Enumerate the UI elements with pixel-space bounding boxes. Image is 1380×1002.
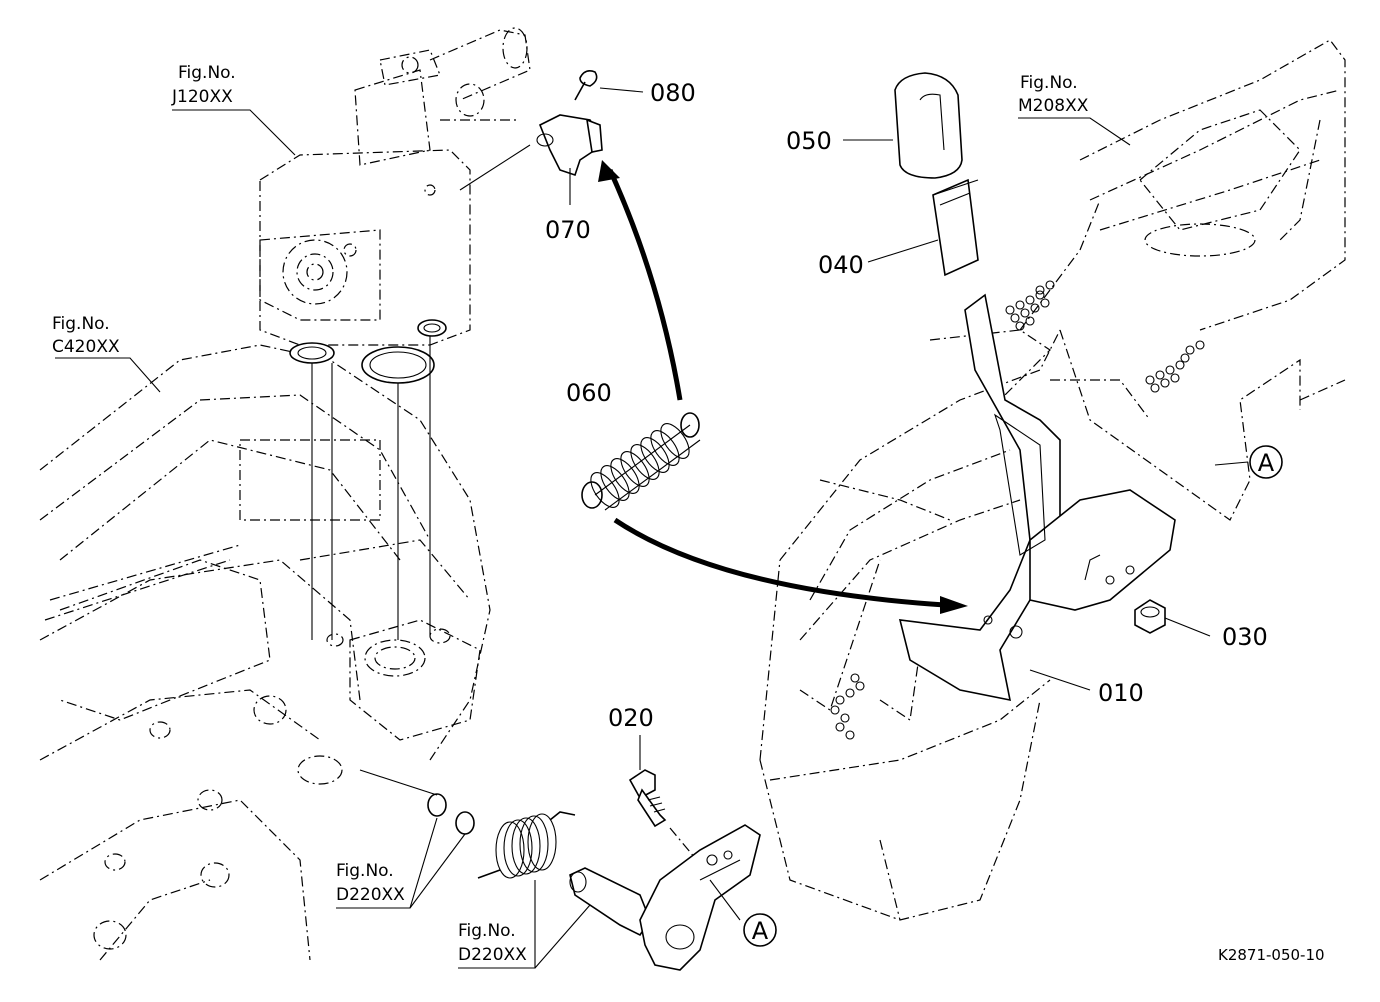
valve-block <box>259 27 531 346</box>
honeycomb-texture <box>830 280 1205 740</box>
sleeve-040 <box>932 178 979 277</box>
part-label-030: 030 <box>1222 623 1268 651</box>
spring-060 <box>581 412 701 511</box>
transmission-housing <box>39 344 491 961</box>
leader-lines <box>55 87 1249 969</box>
part-label-010: 010 <box>1098 679 1144 707</box>
knob-050 <box>894 72 963 179</box>
svg-text:D220XX: D220XX <box>458 945 527 965</box>
fig-ref-j120: Fig.No. J120XX <box>171 63 236 107</box>
clip-080 <box>574 70 598 101</box>
o-rings <box>289 319 447 640</box>
drawing-code: K2871-050-10 <box>1218 946 1325 964</box>
bolt-020 <box>628 769 706 871</box>
svg-text:A: A <box>1258 449 1275 477</box>
pivot-shaft <box>359 769 761 971</box>
svg-text:Fig.No.: Fig.No. <box>52 314 110 334</box>
svg-text:Fig.No.: Fig.No. <box>1020 73 1078 93</box>
svg-text:M208XX: M208XX <box>1018 96 1089 116</box>
fig-ref-m208: Fig.No. M208XX <box>1018 73 1089 116</box>
fender-frame <box>1019 39 1346 521</box>
fig-ref-d220-b: Fig.No. D220XX <box>458 921 527 965</box>
svg-text:Fig.No.: Fig.No. <box>458 921 516 941</box>
spring-hook-arrows <box>598 160 968 614</box>
nut-030 <box>1134 599 1166 634</box>
svg-text:Fig.No.: Fig.No. <box>336 861 394 881</box>
marker-a-bottom: A <box>743 913 777 947</box>
svg-text:Fig.No.: Fig.No. <box>178 63 236 83</box>
svg-text:D220XX: D220XX <box>336 885 405 905</box>
svg-text:J120XX: J120XX <box>171 87 233 107</box>
svg-text:A: A <box>752 917 769 945</box>
part-label-060: 060 <box>566 379 612 407</box>
fig-ref-d220-a: Fig.No. D220XX <box>336 861 405 905</box>
shift-lever-010 <box>898 293 1176 702</box>
fig-ref-c420: Fig.No. C420XX <box>52 314 120 357</box>
part-label-050: 050 <box>786 127 832 155</box>
part-label-080: 080 <box>650 79 696 107</box>
part-label-070: 070 <box>545 216 591 244</box>
arm-070 <box>459 114 603 191</box>
part-label-040: 040 <box>818 251 864 279</box>
marker-a-top: A <box>1249 445 1283 479</box>
part-label-020: 020 <box>608 704 654 732</box>
svg-text:C420XX: C420XX <box>52 337 120 357</box>
